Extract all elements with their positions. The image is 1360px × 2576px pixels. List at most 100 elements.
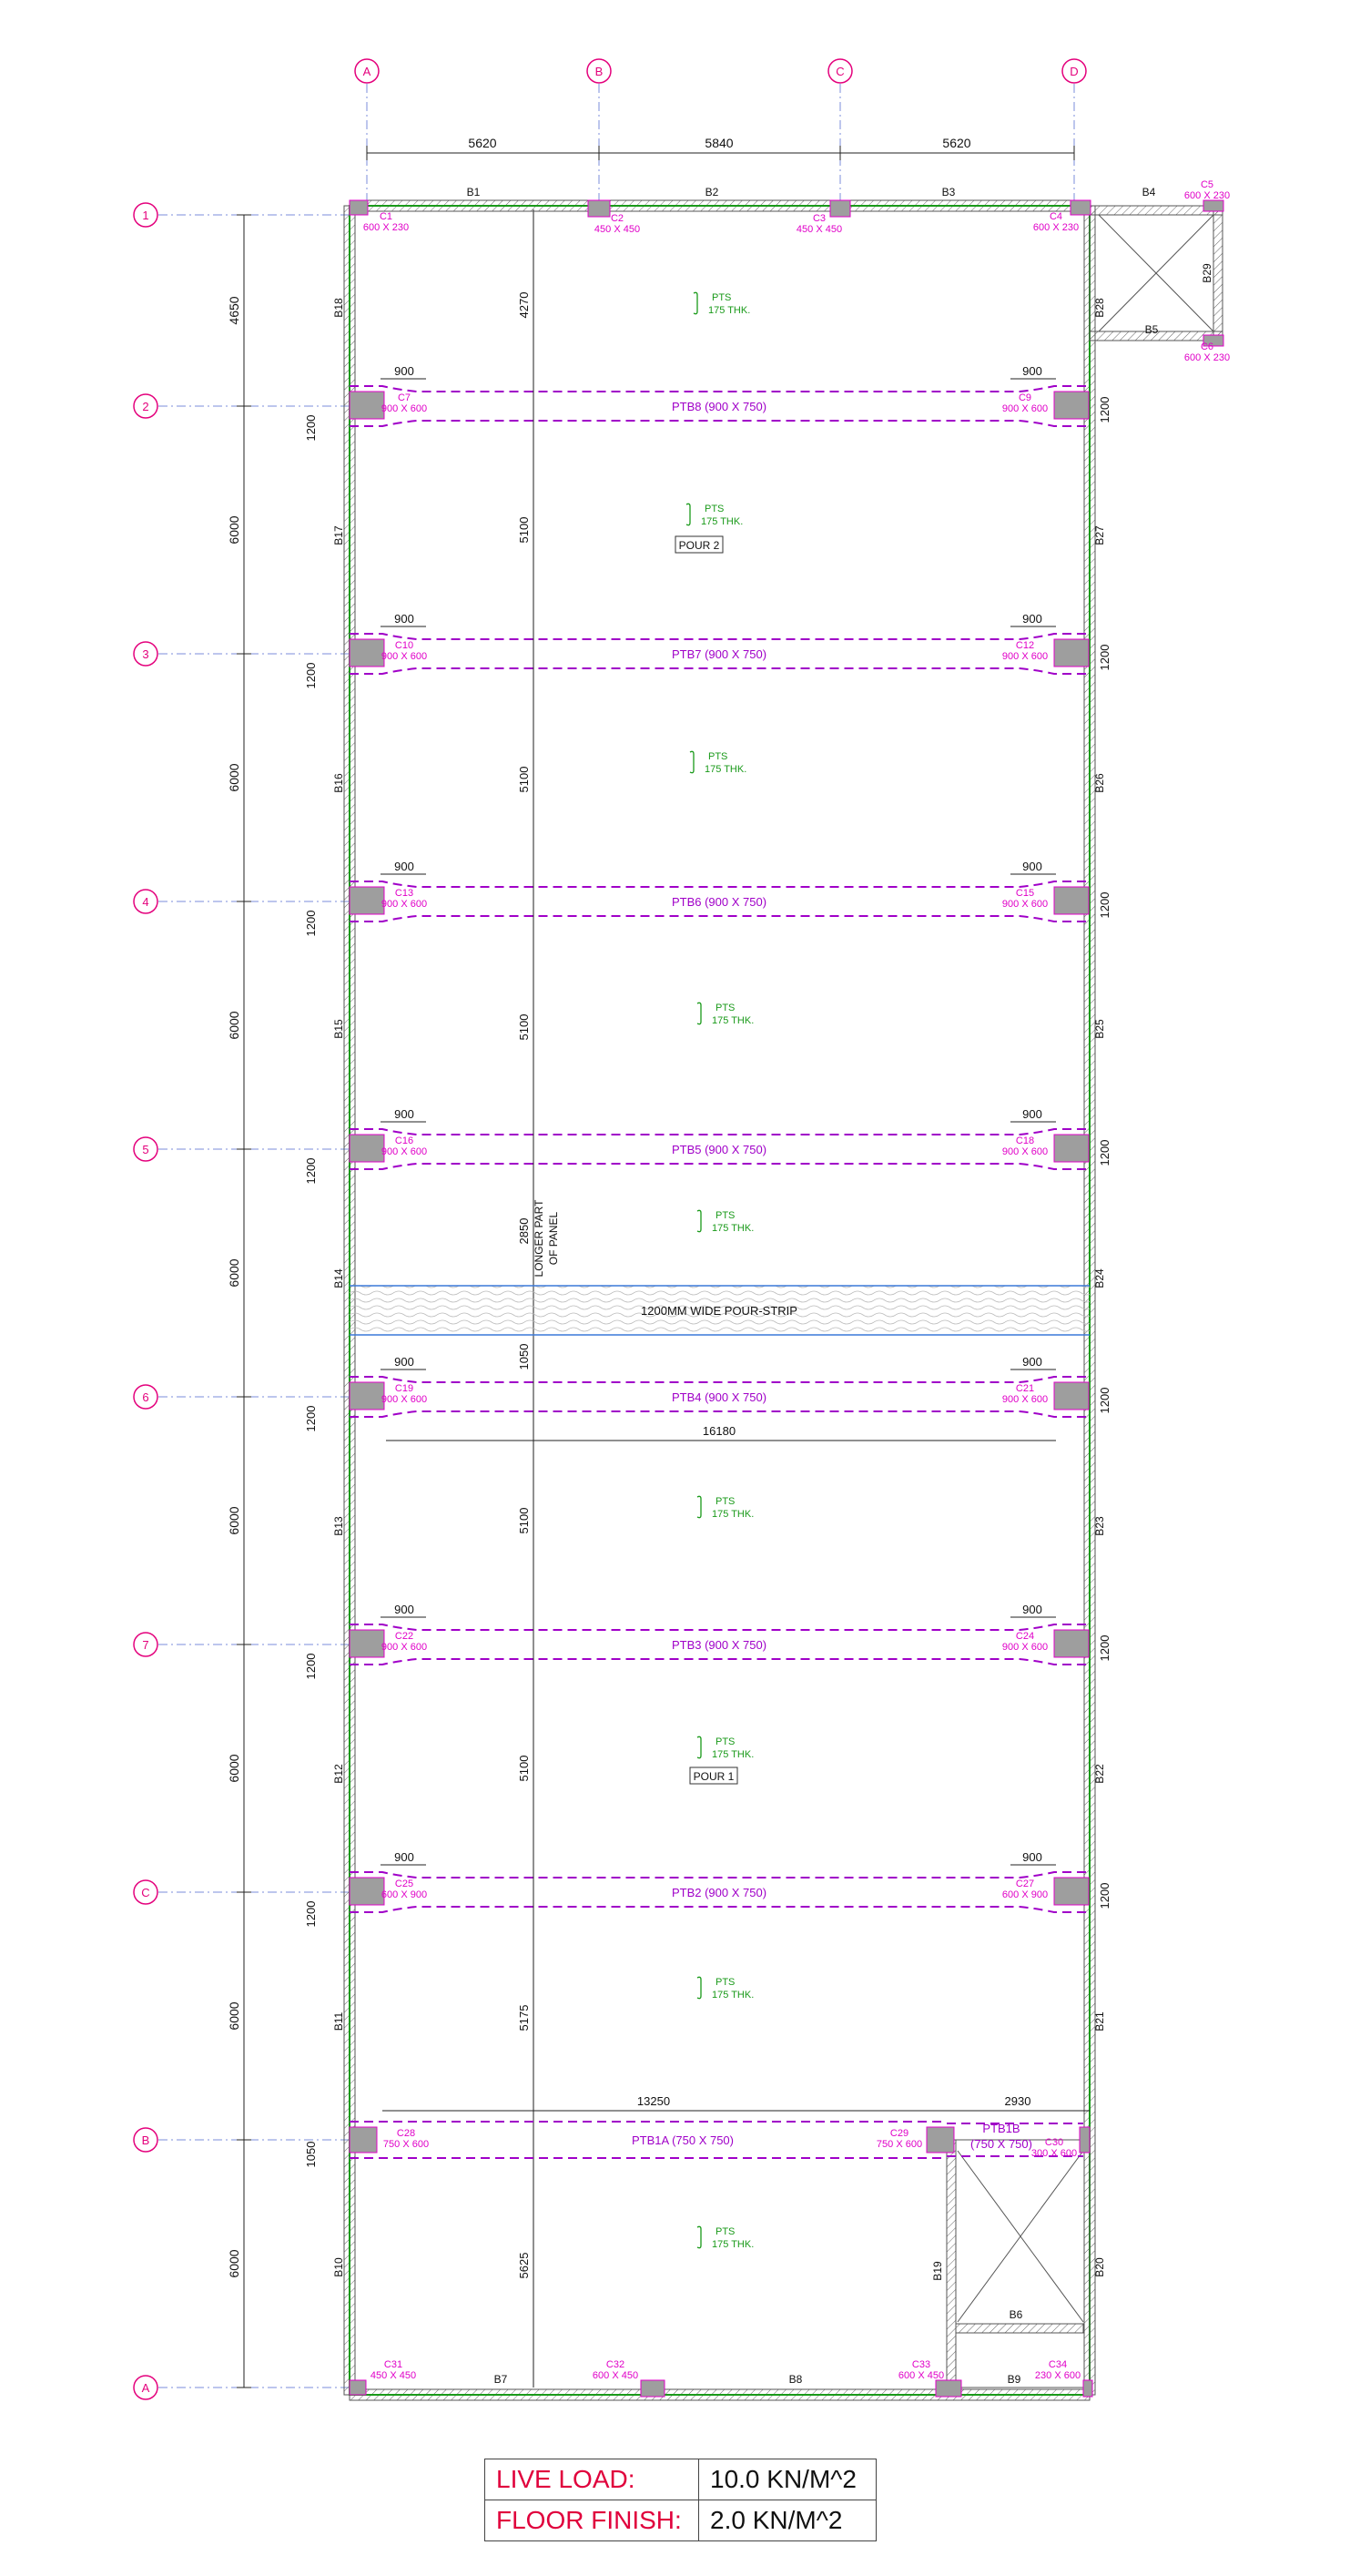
grid-bubble xyxy=(133,1384,158,1410)
slab-label: 175 THK. xyxy=(712,1749,754,1760)
dim-900: 900 xyxy=(394,612,414,626)
grid-bubble xyxy=(827,58,853,84)
column-label: C7 xyxy=(398,392,411,403)
column-label: 450 X 450 xyxy=(797,224,842,235)
beam-label: B20 xyxy=(1093,2257,1106,2277)
ptb-edge xyxy=(350,2121,1083,2124)
dim-1200: 1200 xyxy=(1098,1635,1111,1662)
beam-label: B26 xyxy=(1093,773,1106,793)
slab-span-icon xyxy=(696,1495,702,1519)
column xyxy=(1053,886,1090,915)
slab-label: PTS xyxy=(712,292,731,303)
ptb-edge xyxy=(350,915,1090,922)
column-label: 900 X 600 xyxy=(381,1642,427,1653)
column-label: C28 xyxy=(397,2128,415,2139)
beam-label: B2 xyxy=(705,186,719,199)
column xyxy=(1079,2126,1091,2153)
ptb-edge xyxy=(350,1163,1090,1170)
slab-label: PTS xyxy=(716,1736,735,1747)
column-label: 600 X 900 xyxy=(1002,1889,1048,1900)
panel-dimension: 5625 xyxy=(517,2253,531,2279)
column xyxy=(926,2126,955,2153)
dim-16180: 16180 xyxy=(703,1424,736,1438)
column-label: 600 X 450 xyxy=(593,2370,638,2381)
column-label: 900 X 600 xyxy=(381,1146,427,1157)
dim-1200: 1200 xyxy=(304,1158,318,1185)
column-label: C18 xyxy=(1016,1135,1034,1146)
dim-1200: 1200 xyxy=(1098,1388,1111,1414)
dim-1200: 1200 xyxy=(1098,645,1111,671)
beam-label: B18 xyxy=(332,298,345,318)
left-dimension: 6000 xyxy=(227,515,241,544)
dim-900: 900 xyxy=(1022,1107,1042,1121)
beam-label: B4 xyxy=(1142,186,1156,199)
slab-label: 175 THK. xyxy=(712,1509,754,1520)
dim-900: 900 xyxy=(394,364,414,378)
ptb-edge xyxy=(350,1410,1090,1418)
left-dimension: 6000 xyxy=(227,1011,241,1039)
ptb-edge xyxy=(350,385,1090,392)
left-dimension: 6000 xyxy=(227,2249,241,2277)
ptb-edge xyxy=(350,1658,1090,1665)
grid-label: B xyxy=(595,65,604,78)
column xyxy=(349,1381,385,1410)
column-label: C32 xyxy=(606,2359,624,2370)
shaft-wall xyxy=(1089,205,1223,216)
floor-finish-value: 2.0 KN/M^2 xyxy=(698,2500,877,2541)
column-label: C4 xyxy=(1050,211,1062,222)
column xyxy=(349,199,369,216)
ptb-edge xyxy=(350,1871,1090,1879)
beam-label: B9 xyxy=(1008,2373,1021,2386)
column-label: C21 xyxy=(1016,1383,1034,1394)
left-dimension: 6000 xyxy=(227,1506,241,1534)
dim-1200: 1200 xyxy=(1098,397,1111,423)
pour-strip xyxy=(350,1286,1090,1335)
column-label: C31 xyxy=(384,2359,402,2370)
shaft-cross xyxy=(1098,214,1214,332)
column-label: 450 X 450 xyxy=(370,2370,416,2381)
column-label: C1 xyxy=(380,211,392,222)
column-label: C3 xyxy=(813,213,826,224)
live-load-label: LIVE LOAD: xyxy=(484,2459,699,2500)
pour-box xyxy=(689,1767,738,1785)
column xyxy=(1070,199,1091,216)
grid-bubble xyxy=(133,889,158,914)
dim-1200: 1200 xyxy=(304,1406,318,1432)
grid-label: B xyxy=(142,2133,150,2147)
column xyxy=(640,2379,665,2398)
grid-bubble xyxy=(586,58,612,84)
column-label: C15 xyxy=(1016,888,1034,899)
grid-bubble xyxy=(133,393,158,419)
left-dimension: 6000 xyxy=(227,1754,241,1782)
grid-label: C xyxy=(836,65,844,78)
beam-label: B29 xyxy=(1201,263,1213,283)
column-label: C5 xyxy=(1201,179,1213,190)
slab-span-icon xyxy=(696,1209,702,1233)
column xyxy=(1053,1629,1090,1658)
grid-label: 3 xyxy=(142,647,148,661)
column xyxy=(349,638,385,667)
slab-label: PTS xyxy=(716,2226,735,2237)
grid-bubble xyxy=(133,1632,158,1657)
pour-label: POUR 1 xyxy=(694,1770,735,1783)
dim-1050: 1050 xyxy=(304,2142,318,2168)
dim-900: 900 xyxy=(394,1107,414,1121)
column-label: C27 xyxy=(1016,1879,1034,1889)
column-label: 600 X 450 xyxy=(898,2370,944,2381)
beam-label: B28 xyxy=(1093,298,1106,318)
ptb-label: PTB8 (900 X 750) xyxy=(672,400,766,413)
column xyxy=(349,1134,385,1163)
load-row: LIVE LOAD: 10.0 KN/M^2 xyxy=(484,2459,877,2500)
column-label: 600 X 900 xyxy=(381,1889,427,1900)
ptb-edge xyxy=(350,667,1090,675)
pour-label: POUR 2 xyxy=(679,539,720,552)
column xyxy=(1203,334,1224,347)
beam-label: B17 xyxy=(332,525,345,545)
ptb-edge xyxy=(350,633,1090,640)
beam-label: B11 xyxy=(332,2011,345,2031)
slab-span-icon xyxy=(696,1736,702,1759)
slab-label: PTS xyxy=(705,504,724,514)
dim-900: 900 xyxy=(394,1850,414,1864)
ptb1b-label: PTB1B xyxy=(982,2122,1020,2135)
dim-900: 900 xyxy=(394,1603,414,1616)
